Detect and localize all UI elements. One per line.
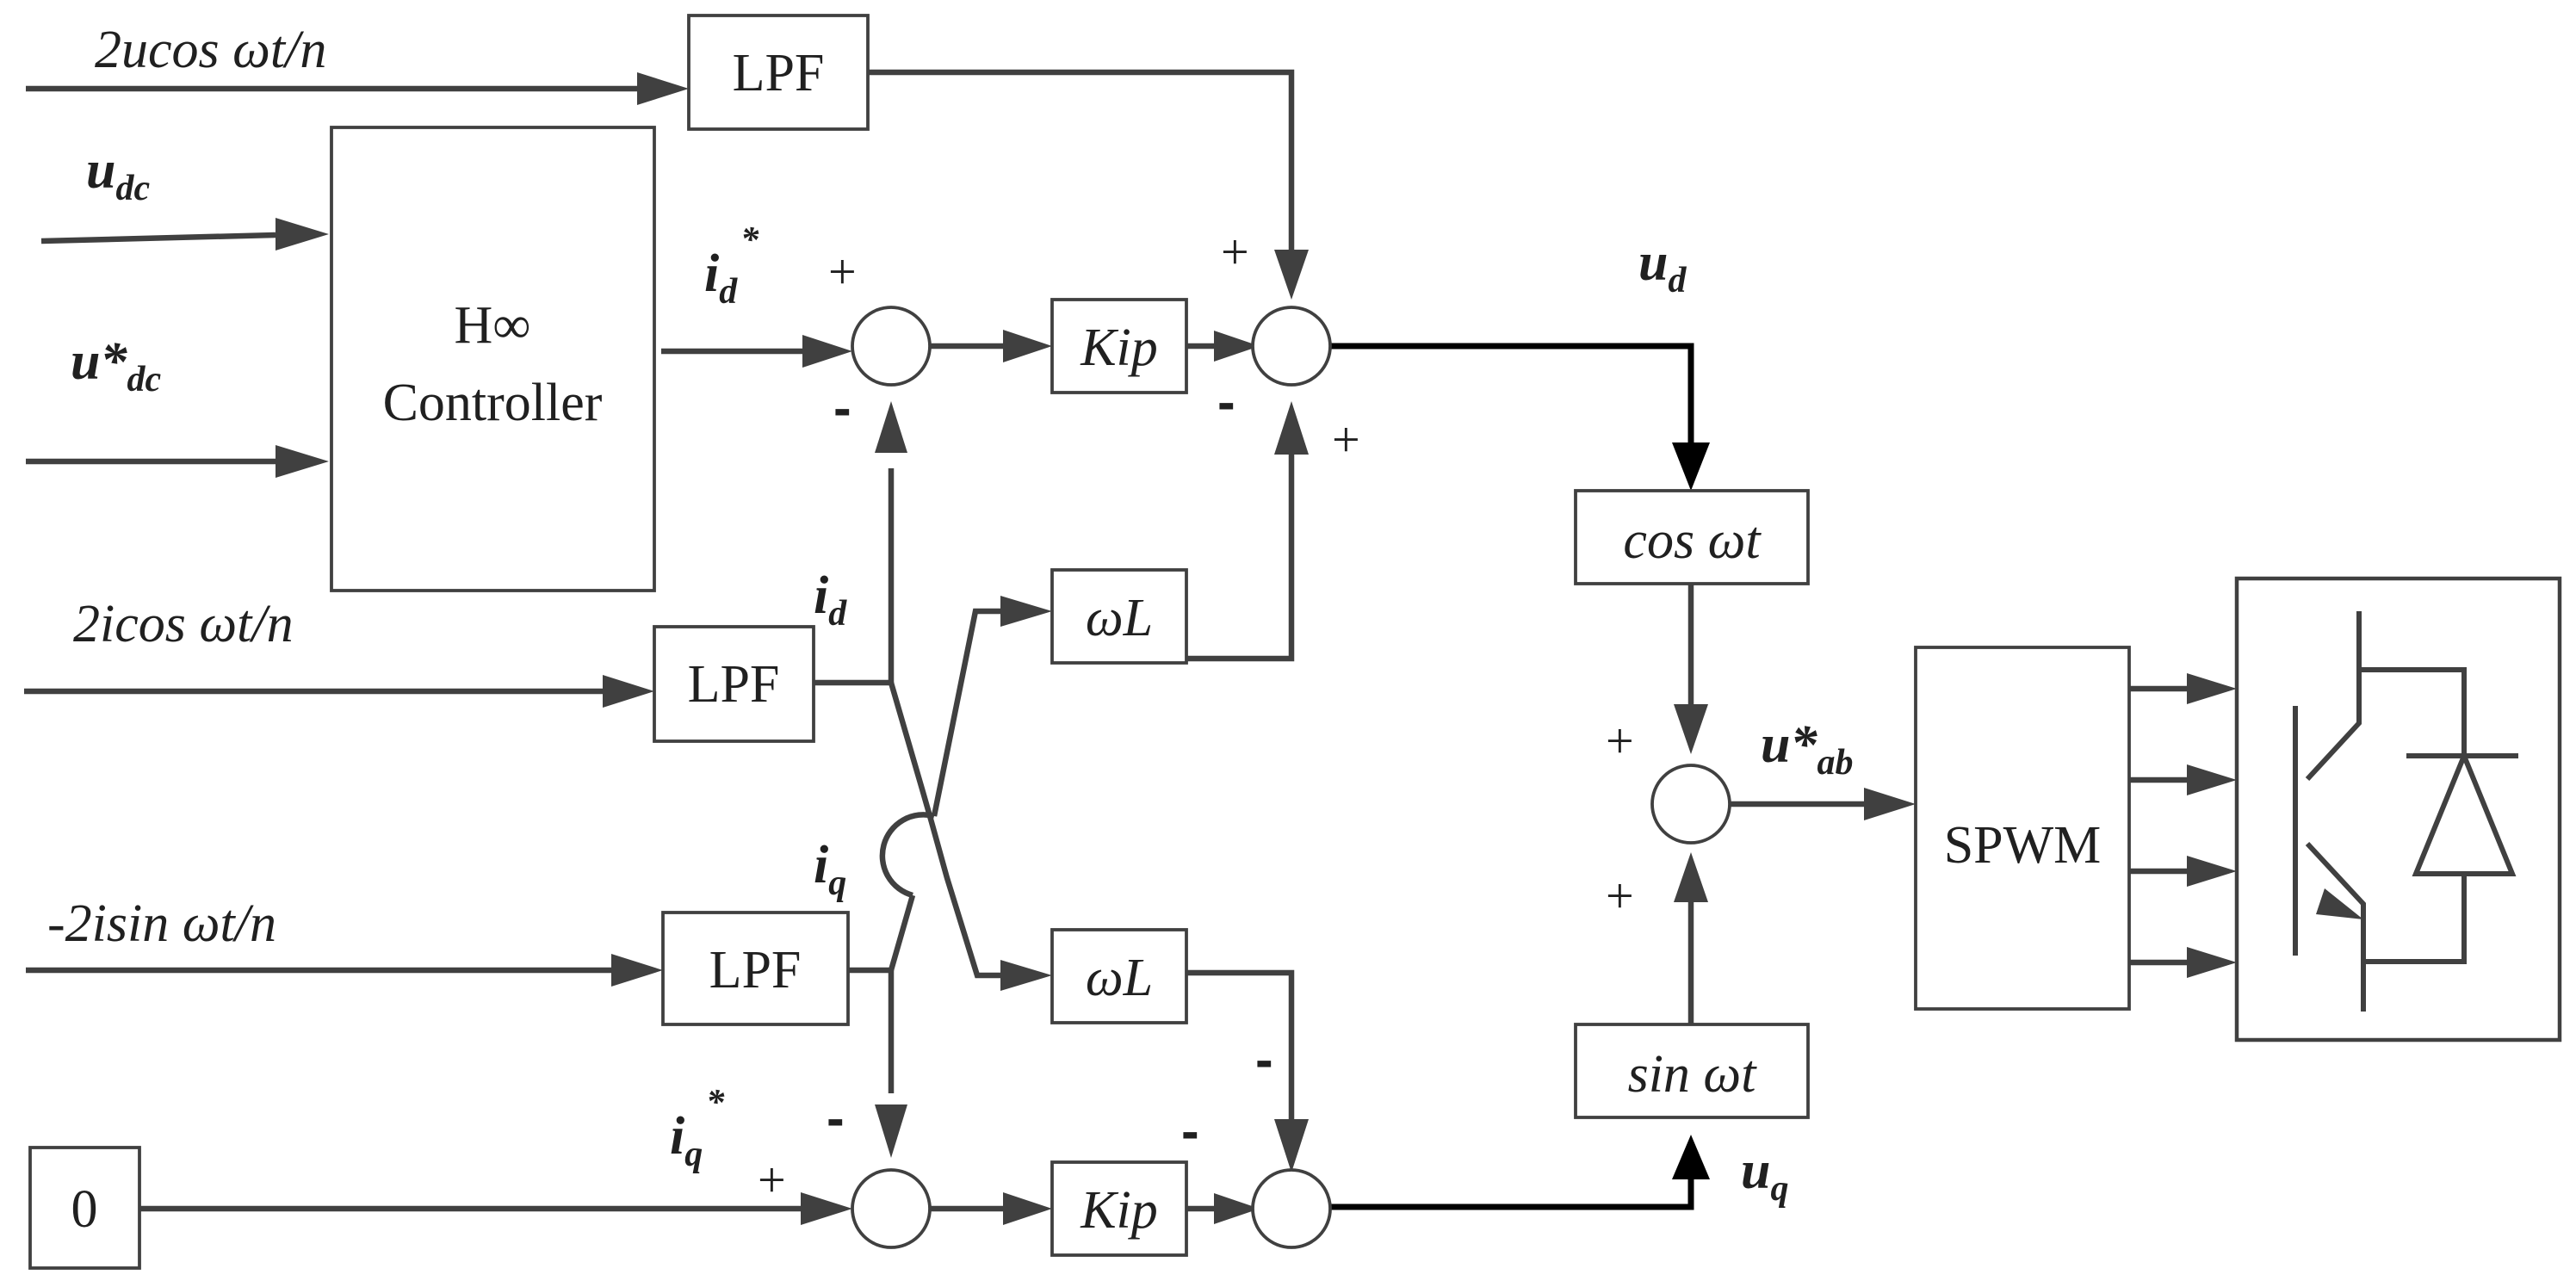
lpf-bot-block: LPF (661, 911, 850, 1026)
sign-sum5-plus-bottom: + (1606, 868, 1634, 924)
sum-junction-3 (851, 1168, 932, 1249)
input-label-ucos: 2ucos ωt/n (95, 21, 326, 79)
sign-sum3-plus: + (758, 1152, 786, 1208)
lpf-top-label: LPF (733, 44, 825, 102)
lpf-mid-block: LPF (653, 625, 815, 743)
controller-label-line2: Controller (383, 374, 603, 432)
signal-label-id: id (814, 566, 847, 634)
sum-junction-1 (851, 306, 932, 387)
wire-uq-to-sin (1331, 1154, 1694, 1210)
wire-ud-to-cos (1331, 343, 1694, 448)
arrowhead (611, 954, 663, 987)
arrowhead (1274, 401, 1309, 455)
omega-l-top-label: ωL (1086, 589, 1153, 647)
arrowheads (276, 72, 2237, 1225)
sum-junction-4 (1251, 1168, 1332, 1249)
sign-sum4-minus-left: - (1181, 1102, 1199, 1161)
arrowhead (603, 675, 654, 708)
zero-label: 0 (71, 1180, 98, 1239)
sin-block-label: sin ωt (1628, 1045, 1758, 1104)
sign-sum4-minus-top: - (1255, 1030, 1273, 1090)
arrowhead (875, 1104, 907, 1158)
lpf-bot-label: LPF (709, 941, 802, 999)
arrowhead (1214, 331, 1260, 362)
controller-label-line1: H∞ (455, 296, 531, 355)
sign-sum5-plus-top: + (1606, 713, 1634, 769)
h-infinity-controller-block: H∞ Controller (330, 126, 656, 592)
arrowhead (2187, 856, 2237, 887)
sign-sum2-plus-bottom: + (1332, 411, 1360, 467)
sum-junction-2 (1251, 306, 1332, 387)
signal-label-iq: iq (814, 836, 846, 903)
wire-iq-cross-to-omegal-top (888, 608, 1000, 971)
signal-label-ud: ud (1638, 233, 1687, 300)
input-label-icos: 2icos ωt/n (73, 595, 294, 653)
arrowhead (637, 72, 689, 105)
signal-label-iq-ref: iq* (670, 1083, 725, 1174)
lpf-top-block: LPF (687, 14, 870, 131)
sign-sum1-minus: - (833, 379, 851, 438)
arrowhead (1214, 1193, 1260, 1224)
arrowhead (875, 401, 907, 453)
sin-block: sin ωt (1574, 1023, 1810, 1119)
arrowhead (2187, 764, 2237, 795)
kip-bot-label: Kip (1080, 1181, 1158, 1240)
omega-l-top-block: ωL (1050, 568, 1188, 665)
sign-sum2-minus: - (1217, 373, 1235, 432)
lpf-mid-label: LPF (688, 655, 780, 714)
input-label-udc-ref: u*dc (71, 332, 161, 399)
wires (24, 69, 2187, 1212)
diode-icon (2359, 667, 2518, 964)
arrowhead (1674, 852, 1708, 902)
signal-label-id-ref: id* (704, 220, 759, 312)
arrowhead (802, 335, 852, 368)
arrowhead (1674, 704, 1708, 754)
signal-label-uq: uq (1741, 1142, 1788, 1209)
sign-sum3-minus: - (827, 1089, 845, 1148)
sign-sum1-plus: + (828, 244, 857, 300)
wire-iq-to-sum3 (848, 967, 895, 1093)
zero-block: 0 (28, 1146, 141, 1270)
cos-block-label: cos ωt (1623, 511, 1762, 570)
wire-crossover-hop (879, 812, 935, 899)
arrowhead (1274, 1119, 1309, 1173)
sign-sum2-plus-top: + (1221, 224, 1249, 280)
signal-label-uab: u*ab (1761, 715, 1853, 783)
omega-l-bot-block: ωL (1050, 928, 1188, 1024)
arrowhead (1000, 596, 1052, 627)
arrowhead (276, 218, 329, 251)
inverter-switch-block (2234, 576, 2562, 1043)
arrowhead (1672, 1135, 1710, 1179)
input-label-isin: -2isin ωt/n (47, 894, 276, 953)
arrowhead (1274, 250, 1309, 300)
wire-omegal-bot-to-sum4 (1186, 969, 1295, 1119)
wire-omegal-top-to-sum2 (1186, 455, 1295, 662)
spwm-block: SPWM (1914, 646, 2131, 1011)
wire-id-cross-to-omegal-bot (888, 682, 1000, 979)
cos-block: cos ωt (1574, 489, 1810, 585)
arrowhead (1003, 1192, 1052, 1225)
kip-bot-block: Kip (1050, 1160, 1188, 1257)
arrowhead (2187, 673, 2237, 704)
arrowhead (801, 1192, 852, 1225)
igbt-icon (2293, 611, 2366, 1012)
arrowhead (276, 445, 329, 478)
arrowhead (1672, 442, 1710, 491)
sum-junction-5 (1650, 764, 1731, 845)
kip-top-label: Kip (1080, 319, 1158, 377)
wire-udc-input (40, 232, 276, 244)
spwm-label: SPWM (1944, 816, 2102, 875)
input-label-udc: udc (86, 141, 150, 208)
arrowhead (2187, 947, 2237, 978)
wire-lpf-top-to-sum2 (868, 69, 1295, 250)
arrowhead (1000, 960, 1052, 991)
kip-top-block: Kip (1050, 298, 1188, 394)
arrowhead (1003, 330, 1052, 362)
omega-l-bot-label: ωL (1086, 949, 1153, 1007)
arrowhead (1864, 788, 1916, 820)
